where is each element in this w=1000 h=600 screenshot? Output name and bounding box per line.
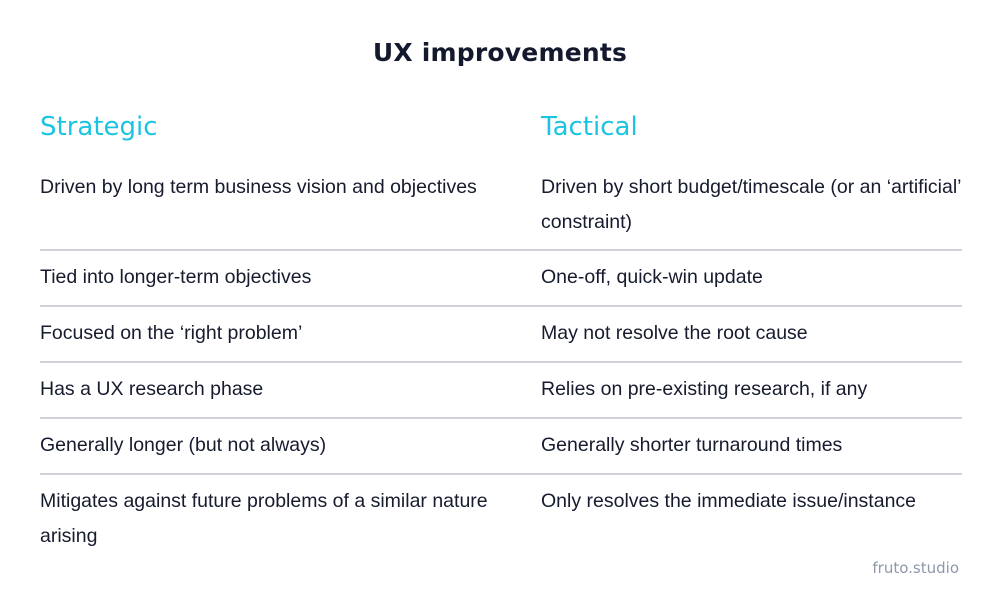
table-row: Has a UX research phase Relies on pre-ex… <box>40 363 962 419</box>
strategic-cell: Generally longer (but not always) <box>40 434 327 456</box>
tactical-cell: Relies on pre-existing research, if any <box>541 378 868 400</box>
strategic-cell: Driven by long term business vision and … <box>40 176 477 198</box>
comparison-table: Driven by long term business vision and … <box>40 168 962 555</box>
table-row: Focused on the ‘right problem’ May not r… <box>40 307 962 363</box>
tactical-cell: May not resolve the root cause <box>541 322 808 344</box>
tactical-cell: Driven by short budget/timescale (or an … <box>541 176 961 233</box>
table-row: Mitigates against future problems of a s… <box>40 475 962 555</box>
table-row: Generally longer (but not always) Genera… <box>40 419 962 475</box>
tactical-cell: Generally shorter turnaround times <box>541 434 843 456</box>
strategic-cell: Focused on the ‘right problem’ <box>40 322 303 344</box>
strategic-cell: Has a UX research phase <box>40 378 264 400</box>
strategic-cell: Tied into longer-term objectives <box>40 266 312 288</box>
column-header-strategic: Strategic <box>40 112 158 142</box>
strategic-cell: Mitigates against future problems of a s… <box>40 490 488 547</box>
watermark: fruto.studio <box>872 559 959 577</box>
table-row: Driven by long term business vision and … <box>40 168 962 251</box>
page-title: UX improvements <box>372 38 628 67</box>
tactical-cell: One-off, quick-win update <box>541 266 763 288</box>
table-row: Tied into longer-term objectives One-off… <box>40 251 962 307</box>
column-header-tactical: Tactical <box>541 112 638 142</box>
tactical-cell: Only resolves the immediate issue/instan… <box>541 490 917 512</box>
